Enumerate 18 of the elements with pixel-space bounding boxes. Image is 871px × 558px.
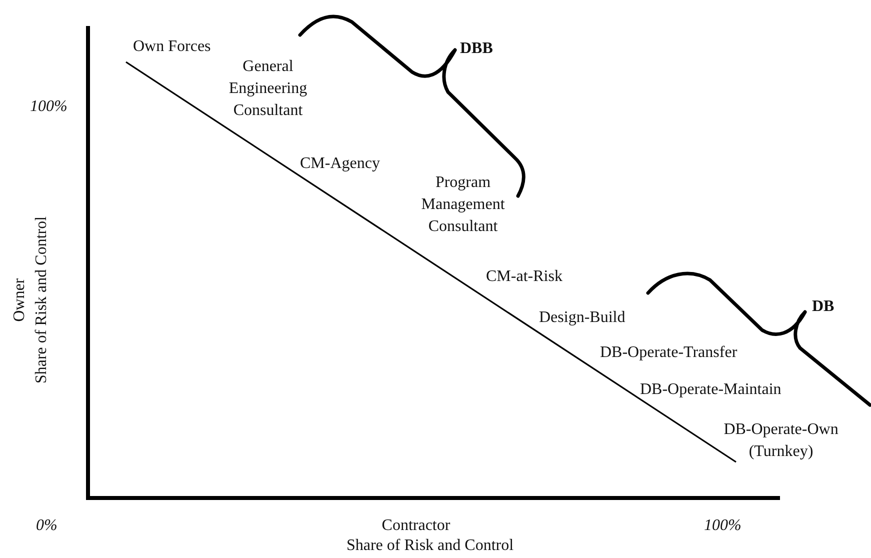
method-label: General Engineering Consultant [228,57,308,121]
method-label: CM-at-Risk [486,267,562,287]
axis-title: Contractor [380,516,452,536]
method-label: DB-Operate-Maintain [640,380,782,400]
method-label: Own Forces [133,37,211,57]
bracket-label: DBB [460,39,493,59]
method-label: DB-Operate-Own (Turnkey) [722,420,840,462]
method-label: Program Management Consultant [420,173,506,237]
bracket-label: DB [812,297,834,317]
axis-title: Share of Risk and Control [32,216,51,384]
tick-label: 0% [36,516,58,536]
tick-label: 100% [30,97,68,117]
method-label: Design-Build [539,308,626,328]
method-label: DB-Operate-Transfer [600,343,738,363]
method-label: CM-Agency [300,154,380,174]
tick-label: 100% [704,516,742,536]
axis-title: Share of Risk and Control [345,536,515,556]
axis-title: Owner [10,278,29,322]
